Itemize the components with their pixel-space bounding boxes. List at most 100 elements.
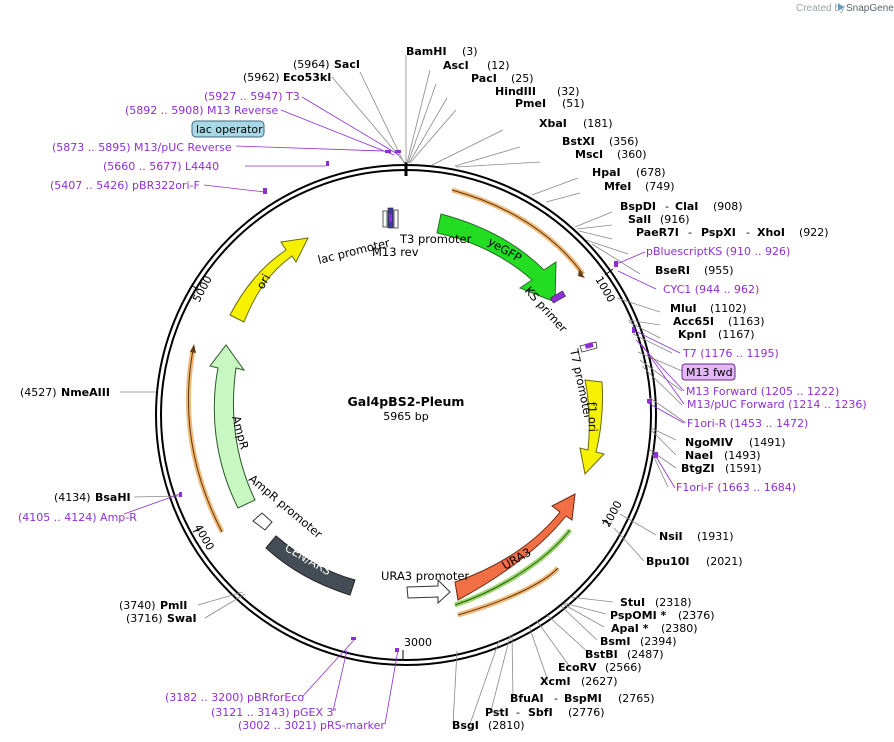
primer-l4440[interactable]: (5660 .. 5677) L4440 bbox=[103, 160, 219, 173]
bsahi-name: BsaHI bbox=[95, 491, 131, 504]
site-sali[interactable]: SalI (916) bbox=[628, 213, 690, 226]
pspxi-dash: - bbox=[746, 226, 750, 239]
bfuai-dash: - bbox=[554, 692, 558, 705]
nsii-pos: (1931) bbox=[697, 530, 734, 543]
feature-ura3[interactable]: URA3 bbox=[454, 493, 576, 618]
site-apai[interactable]: ApaI * (2380) bbox=[611, 622, 698, 635]
site-naei[interactable]: NaeI (1493) bbox=[685, 449, 761, 462]
tick-label-3000: 3000 bbox=[404, 636, 432, 649]
hpai-name: HpaI bbox=[592, 166, 621, 179]
site-paci[interactable]: PacI (25) bbox=[471, 72, 534, 85]
m13-fwd-badge[interactable]: M13 fwd bbox=[681, 363, 736, 381]
primer-prs-marker[interactable]: (3002 .. 3021) pRS-marker bbox=[238, 719, 385, 732]
primer-f1ori-f[interactable]: F1ori-F (1663 .. 1684) bbox=[676, 481, 796, 494]
swai-pos: (3716) bbox=[126, 612, 163, 625]
site-asci[interactable]: AscI (12) bbox=[443, 59, 510, 72]
feature-cyc1[interactable]: CYC1 (944 .. 962) bbox=[663, 283, 759, 296]
site-ecorv[interactable]: EcoRV (2566) bbox=[558, 661, 642, 674]
site-hpai[interactable]: HpaI (678) bbox=[592, 166, 666, 179]
mfei-pos: (749) bbox=[645, 180, 675, 193]
site-bfuai-bspmi[interactable]: BfuAI - BspMI (2765) bbox=[510, 692, 655, 705]
feature-ori[interactable]: ori bbox=[229, 237, 309, 323]
primer-m13-reverse[interactable]: (5892 .. 5908) M13 Reverse bbox=[125, 104, 278, 117]
site-bsmi[interactable]: BsmI (2394) bbox=[600, 635, 677, 648]
site-acc65i[interactable]: Acc65I (1163) bbox=[673, 315, 765, 328]
site-nsii[interactable]: NsiI (1931) bbox=[659, 530, 734, 543]
plasmid-size: 5965 bp bbox=[383, 410, 428, 423]
site-xcmi[interactable]: XcmI (2627) bbox=[540, 675, 618, 688]
lac-operator-label: lac operator bbox=[196, 123, 263, 136]
feature-ampr-promoter[interactable]: AmpR promoter bbox=[246, 472, 325, 542]
site-bsahi[interactable]: (4134) BsaHI bbox=[54, 491, 131, 504]
site-mlui[interactable]: MluI (1102) bbox=[670, 302, 747, 315]
feature-f1-ori[interactable]: f1 ori bbox=[579, 379, 605, 476]
leader-lines bbox=[120, 55, 687, 725]
site-pmei[interactable]: PmeI (51) bbox=[515, 97, 585, 110]
site-pmli[interactable]: (3740) PmlI bbox=[119, 599, 187, 612]
saci-pos: (5964) bbox=[293, 58, 330, 71]
hindiii-pos: (32) bbox=[557, 85, 580, 98]
nmeaiii-pos: (4527) bbox=[20, 386, 57, 399]
site-paer7i-pspxi-xhoi[interactable]: PaeR7I - PspXI - XhoI (922) bbox=[636, 226, 829, 239]
site-ngomiv[interactable]: NgoMIV (1491) bbox=[685, 436, 786, 449]
stui-name: StuI bbox=[620, 596, 645, 609]
site-bsgi[interactable]: BsgI (2810) bbox=[452, 719, 525, 732]
watermark-product: SnapGene bbox=[846, 3, 894, 14]
acc65i-name: Acc65I bbox=[673, 315, 714, 328]
primer-amp-r[interactable]: (4105 .. 4124) Amp-R bbox=[18, 511, 137, 524]
sbfi-name: SbfI bbox=[528, 706, 553, 719]
site-bstbi[interactable]: BstBI (2487) bbox=[585, 648, 664, 661]
primer-m13-puc-forward[interactable]: M13/pUC Forward (1214 .. 1236) bbox=[687, 398, 867, 411]
site-xbai[interactable]: XbaI (181) bbox=[539, 117, 613, 130]
clai-pos: (908) bbox=[713, 200, 743, 213]
tick-label-5000: 5000 bbox=[190, 274, 215, 305]
feature-cen-ars[interactable]: CEN/ARS bbox=[265, 535, 356, 596]
site-btgzi[interactable]: BtgZI (1591) bbox=[681, 462, 762, 475]
primer-m13-puc-reverse[interactable]: (5873 .. 5895) M13/pUC Reverse bbox=[52, 141, 232, 154]
site-psti-sbfi[interactable]: PstI - SbfI (2776) bbox=[485, 706, 605, 719]
site-bstxi[interactable]: BstXI (356) bbox=[562, 135, 639, 148]
swai-name: SwaI bbox=[167, 612, 197, 625]
ecorv-name: EcoRV bbox=[558, 661, 597, 674]
bfuai-name: BfuAI bbox=[510, 692, 544, 705]
site-bamhi[interactable]: BamHI (3) bbox=[406, 45, 478, 58]
ngomiv-pos: (1491) bbox=[749, 436, 786, 449]
site-saci[interactable]: (5964) SacI bbox=[293, 58, 360, 71]
bpu10i-name: Bpu10I bbox=[646, 555, 690, 568]
feature-ampr[interactable]: AmpR bbox=[185, 344, 256, 534]
feature-ura3-promoter[interactable]: URA3 promoter bbox=[381, 569, 469, 605]
primer-f1ori-r[interactable]: F1ori-R (1453 .. 1472) bbox=[687, 417, 808, 430]
site-bseri[interactable]: BseRI (955) bbox=[655, 264, 734, 277]
site-kpni[interactable]: KpnI (1167) bbox=[678, 328, 755, 341]
xhoi-name: XhoI bbox=[757, 226, 785, 239]
primer-m13-forward[interactable]: M13 Forward (1205 .. 1222) bbox=[686, 385, 839, 398]
bspmi-pos: (2765) bbox=[618, 692, 655, 705]
site-pspomi[interactable]: PspOMI * (2376) bbox=[610, 609, 715, 622]
tick-label-2000: 2000 bbox=[600, 499, 625, 530]
primer-t3[interactable]: (5927 .. 5947) T3 bbox=[204, 90, 300, 103]
primer-pgex3[interactable]: (3121 .. 3143) pGEX 3' bbox=[211, 706, 337, 719]
pspomi-pos: (2376) bbox=[678, 609, 715, 622]
site-swai[interactable]: (3716) SwaI bbox=[126, 612, 197, 625]
site-stui[interactable]: StuI (2318) bbox=[620, 596, 692, 609]
pspomi-name: PspOMI * bbox=[610, 609, 667, 622]
site-nmeaiii[interactable]: (4527) NmeAIII bbox=[20, 386, 110, 399]
bspmi-name: BspMI bbox=[564, 692, 602, 705]
site-hindiii[interactable]: HindIII (32) bbox=[495, 85, 580, 98]
site-mfei[interactable]: MfeI (749) bbox=[604, 180, 675, 193]
primer-t7[interactable]: T7 (1176 .. 1195) bbox=[682, 347, 779, 360]
feature-yegfp[interactable]: yeGFP bbox=[436, 187, 585, 303]
site-bpu10i[interactable]: Bpu10I (2021) bbox=[646, 555, 743, 568]
xhoi-pos: (922) bbox=[799, 226, 829, 239]
site-eco53ki[interactable]: (5962) Eco53kI bbox=[243, 71, 331, 84]
apai-name: ApaI * bbox=[611, 622, 649, 635]
primer-pbluescriptks[interactable]: pBluescriptKS (910 .. 926) bbox=[646, 245, 790, 258]
naei-name: NaeI bbox=[685, 449, 713, 462]
bpu10i-pos: (2021) bbox=[706, 555, 743, 568]
primer-pbrforeco[interactable]: (3182 .. 3200) pBRforEco bbox=[165, 691, 304, 704]
lac-operator-badge[interactable]: lac operator bbox=[191, 120, 265, 138]
site-msci[interactable]: MscI (360) bbox=[575, 148, 647, 161]
primer-pbr322ori-f[interactable]: (5407 .. 5426) pBR322ori-F bbox=[50, 179, 200, 192]
site-bspdi-clai[interactable]: BspDI - ClaI (908) bbox=[620, 200, 743, 213]
apai-pos: (2380) bbox=[661, 622, 698, 635]
